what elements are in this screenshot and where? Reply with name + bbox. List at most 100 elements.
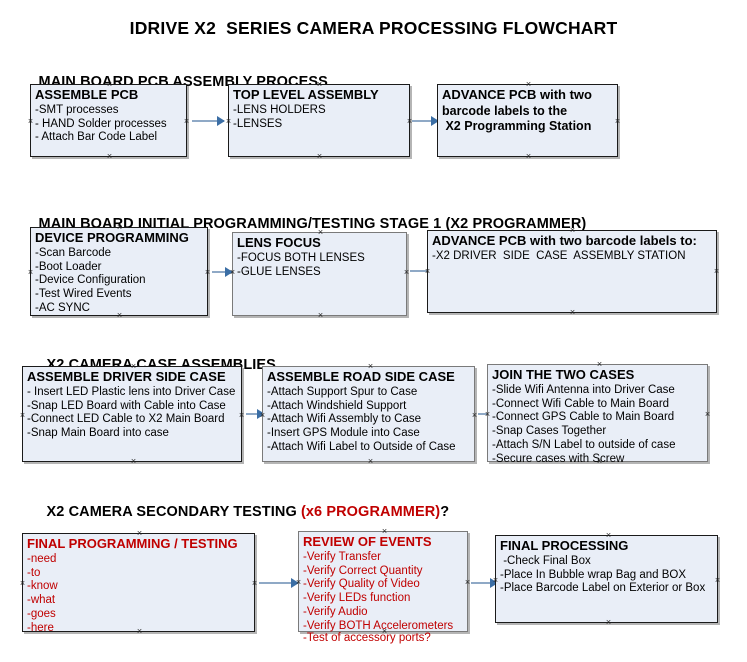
connector-handle-top[interactable] [316, 228, 325, 237]
node-line: -Insert GPS Module into Case [267, 427, 420, 440]
node-top-level-assembly[interactable]: TOP LEVEL ASSEMBLY -LENS HOLDERS -LENSES [228, 84, 410, 157]
node-advance-pcb-programming-station[interactable]: ADVANCE PCB with two barcode labels to t… [437, 84, 618, 157]
connector-handle-right[interactable] [182, 117, 191, 126]
connector-handle-left[interactable] [491, 576, 500, 585]
connector-handle-top[interactable] [115, 223, 124, 232]
node-line: -Verify Transfer [303, 550, 381, 563]
connector-handle-bottom[interactable] [129, 457, 138, 466]
node-line: -Attach S/N Label to outside of case [492, 439, 676, 451]
connector-handle-top[interactable] [568, 226, 577, 235]
node-line: -need [27, 552, 57, 565]
node-title: ADVANCE PCB with two [442, 87, 592, 102]
node-line: X2 Programming Station [442, 118, 592, 133]
node-line: -Verify Correct Quantity [303, 564, 423, 577]
connector-handle-right[interactable] [237, 411, 246, 420]
connector-handle-bottom[interactable] [316, 311, 325, 320]
connector-handle-bottom[interactable] [568, 308, 577, 317]
connector-handle-left[interactable] [228, 268, 237, 277]
connector-handle-top[interactable] [315, 80, 324, 89]
node-final-programming-testing[interactable]: FINAL PROGRAMMING / TESTING -need -to -k… [22, 533, 255, 634]
node-line: -Verify BOTH Accelerometers [303, 619, 454, 632]
connector-handle-right[interactable] [703, 410, 712, 419]
arrow-top-level-to-advance-pcb [412, 116, 439, 126]
connector-handle-left[interactable] [258, 411, 267, 420]
connector-handle-bottom[interactable] [105, 152, 114, 161]
node-review-of-events[interactable]: REVIEW OF EVENTS -Verify Transfer -Verif… [298, 531, 468, 644]
node-line: -Verify Quality of Video [303, 578, 420, 591]
connector-handle-left[interactable] [18, 579, 27, 588]
node-lens-focus[interactable]: LENS FOCUS -FOCUS BOTH LENSES -GLUE LENS… [232, 232, 407, 316]
node-assemble-road-side-case[interactable]: ASSEMBLE ROAD SIDE CASE -Attach Support … [262, 366, 475, 462]
node-line: -Verify Audio [303, 606, 368, 618]
connector-handle-bottom[interactable] [380, 627, 389, 636]
arrow-assemble-pcb-to-top-level [192, 116, 225, 126]
node-line: -here [27, 621, 54, 634]
node-assemble-driver-side-case[interactable]: ASSEMBLE DRIVER SIDE CASE - Insert LED P… [22, 366, 242, 462]
node-line: -Scan Barcode [35, 246, 112, 259]
node-line: -FOCUS BOTH LENSES [237, 251, 365, 264]
connector-handle-left[interactable] [224, 117, 233, 126]
node-line: -goes [27, 608, 56, 620]
connector-handle-top[interactable] [380, 527, 389, 536]
node-line: -AC SYNC [35, 302, 90, 314]
connector-handle-bottom[interactable] [604, 618, 613, 627]
node-line: - Insert LED Plastic lens into Driver Ca… [27, 385, 236, 398]
connector-handle-right[interactable] [712, 267, 721, 276]
node-assemble-pcb[interactable]: ASSEMBLE PCB -SMT processes - HAND Solde… [30, 84, 187, 157]
arrow-final-programming-to-review-of-events [259, 578, 299, 588]
connector-handle-top[interactable] [366, 362, 375, 371]
connector-handle-right[interactable] [203, 268, 212, 277]
node-title: LENS FOCUS [237, 235, 321, 250]
connector-handle-right[interactable] [713, 576, 722, 585]
node-line: -Device Configuration [35, 274, 146, 287]
connector-handle-top[interactable] [135, 529, 144, 538]
connector-handle-top[interactable] [604, 531, 613, 540]
node-line: -know [27, 580, 58, 593]
connector-handle-left[interactable] [18, 411, 27, 420]
node-final-processing[interactable]: FINAL PROCESSING -Check Final Box -Place… [495, 535, 718, 623]
node-title: JOIN THE TWO CASES [492, 367, 635, 382]
connector-handle-bottom[interactable] [115, 311, 124, 320]
node-line: -SMT processes [35, 103, 119, 116]
node-line: -Verify LEDs function [303, 592, 411, 605]
connector-handle-left[interactable] [483, 410, 492, 419]
node-title: ASSEMBLE PCB [35, 87, 139, 102]
connector-handle-right[interactable] [250, 579, 259, 588]
connector-handle-top[interactable] [595, 360, 604, 369]
connector-handle-bottom[interactable] [135, 627, 144, 636]
node-line: -LENSES [233, 117, 283, 130]
connector-handle-top[interactable] [524, 80, 533, 89]
connector-handle-bottom[interactable] [315, 152, 324, 161]
section-heading-4-red-text: (x6 PROGRAMMER) [300, 504, 441, 520]
page-title: IDRIVE X2 SERIES CAMERA PROCESSING FLOWC… [129, 18, 618, 38]
node-title: TOP LEVEL ASSEMBLY [233, 87, 379, 102]
connector-handle-bottom[interactable] [524, 152, 533, 161]
node-line: -Snap Cases Together [492, 425, 607, 438]
node-line: -Attach Wifi Label to Outside of Case [267, 441, 456, 453]
connector-handle-top[interactable] [129, 362, 138, 371]
node-line: -Place In Bubble wrap Bag and BOX [500, 568, 687, 581]
node-line: -Test Wired Events [35, 288, 132, 301]
connector-handle-bottom[interactable] [595, 457, 604, 466]
connector-handle-left[interactable] [26, 117, 35, 126]
section-heading-4: X2 CAMERA SECONDARY TESTING (x6 PROGRAMM… [30, 488, 450, 536]
connector-handle-bottom[interactable] [366, 457, 375, 466]
node-join-the-two-cases[interactable]: JOIN THE TWO CASES -Slide Wifi Antenna i… [487, 364, 708, 465]
section-heading-4-tail: ? [440, 504, 450, 520]
node-advance-pcb-driver-side-station[interactable]: ADVANCE PCB with two barcode labels to: … [427, 230, 717, 313]
connector-handle-left[interactable] [423, 267, 432, 276]
connector-handle-top[interactable] [105, 80, 114, 89]
node-line: -Slide Wifi Antenna into Driver Case [492, 383, 675, 396]
node-line: -Boot Loader [35, 260, 102, 273]
node-line: -Attach Wifi Assembly to Case [267, 413, 422, 426]
connector-handle-left[interactable] [294, 578, 303, 587]
node-device-programming[interactable]: DEVICE PROGRAMMING -Scan Barcode -Boot L… [30, 227, 208, 316]
connector-handle-right[interactable] [613, 117, 622, 126]
section-heading-4-text: X2 CAMERA SECONDARY TESTING [46, 504, 301, 520]
connector-handle-left[interactable] [26, 268, 35, 277]
node-line: -Check Final Box [500, 554, 591, 567]
node-line: -what [27, 594, 56, 607]
node-overflow-line: -Test of accessory ports? [303, 632, 431, 644]
node-line: - HAND Solder processes [35, 117, 167, 130]
node-line: -Connect Wifi Cable to Main Board [492, 397, 670, 410]
